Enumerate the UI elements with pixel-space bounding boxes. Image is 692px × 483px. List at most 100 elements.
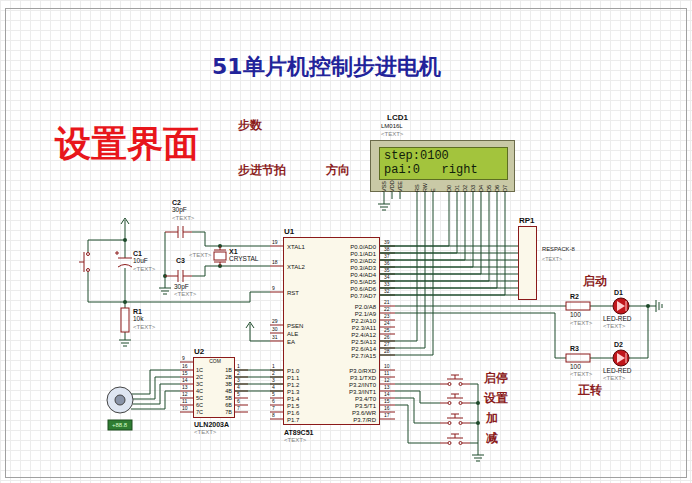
pin-number: 15 (384, 399, 390, 404)
pin-number: 10 (182, 406, 188, 411)
pin-name: P0.5/AD5 (350, 279, 376, 285)
pin-number: 30 (272, 327, 278, 332)
pin-name: D3 (471, 185, 477, 192)
resistor-symbol (121, 302, 590, 362)
part-label: D2 (614, 341, 623, 348)
pin-number: 6 (237, 399, 240, 404)
pin-name: P1.3 (287, 389, 299, 395)
annotation: 减 (486, 432, 498, 444)
pin-number: 12 (384, 378, 390, 383)
pin-name: D6 (495, 185, 501, 192)
pin-name: P0.4/AD4 (350, 272, 376, 278)
pin-name: P3.6/WR (352, 410, 376, 416)
pin-number: 3 (237, 378, 240, 383)
stepper-motor (108, 420, 132, 430)
pin-number: 21 (384, 300, 390, 305)
wire (380, 192, 465, 260)
part-label: C1 (133, 250, 142, 257)
button-symbol (440, 414, 470, 423)
junction-dot (476, 421, 480, 425)
capacitor-symbol (165, 270, 192, 282)
part-text: <TEXT> (542, 257, 562, 262)
part-label: <TEXT> (603, 323, 625, 329)
button-symbol (87, 269, 90, 272)
part-label: 30pF (172, 207, 187, 214)
part-text: <TEXT> (284, 437, 306, 443)
junction-dot (123, 238, 650, 425)
junction-dot (476, 401, 480, 405)
part-label: R1 (133, 308, 142, 315)
crystal-symbol (214, 246, 226, 266)
resistor-symbol (566, 302, 590, 310)
pin-name: P0.7/AD7 (350, 293, 376, 299)
pin-name: P3.1/TXD (350, 375, 376, 381)
pin-number: 26 (384, 335, 390, 340)
diagram-title: 51单片机控制步进电机 (212, 56, 441, 78)
part-text: <TEXT> (381, 131, 403, 137)
junction-dot (123, 300, 127, 304)
part-label: <TEXT> (570, 320, 592, 326)
pin-name: P3.0/RXD (349, 368, 376, 374)
pin-name: D5 (487, 185, 493, 192)
wire (380, 192, 481, 274)
pin-number: 37 (384, 254, 390, 259)
ground-symbol (119, 204, 662, 461)
pin-number: 7 (272, 406, 275, 411)
pin-name: P3.3/INT1 (349, 389, 376, 395)
wire (88, 192, 656, 455)
pin-name: 5C (196, 396, 203, 402)
annotation: 方向 (326, 164, 350, 176)
pin-number: 10 (384, 364, 390, 369)
pin-number: 2 (237, 371, 240, 376)
resistor-pack: RP1RESPACK-8<TEXT> (518, 226, 537, 300)
annotation: 启停 (484, 372, 508, 384)
pin-name: P1.2 (287, 382, 299, 388)
pin-name: 3C (196, 382, 203, 388)
wire (380, 192, 497, 288)
motor-display: +88.8 (112, 422, 127, 428)
pin-number: 14 (182, 378, 188, 383)
pin-number: 39 (384, 240, 390, 245)
pin-name: P2.4/A12 (351, 332, 376, 338)
pin-name: E (431, 188, 437, 192)
stepper-motor (107, 387, 133, 413)
pin-name: P1.6 (287, 410, 299, 416)
pin-number: 19 (272, 240, 278, 245)
page-heading: 设置界面 (55, 126, 199, 162)
pin-name: 4C (196, 389, 203, 395)
pin-number: 6 (272, 399, 275, 404)
ground-symbol (656, 300, 662, 312)
ground-symbol (472, 455, 484, 461)
wire (88, 192, 656, 455)
pin-number: 1 (237, 364, 240, 369)
led-symbol (613, 298, 629, 314)
part-label: D1 (614, 289, 623, 296)
part-text: <TEXT> (194, 429, 216, 435)
ground-symbol (159, 288, 171, 294)
pin-name: P3.2/INT0 (349, 382, 376, 388)
pin-name: 1C (196, 368, 203, 374)
annotation: 正转 (578, 384, 602, 396)
resistor-symbol (121, 308, 129, 332)
button-symbol (448, 422, 451, 425)
part-label: <TEXT> (133, 324, 155, 330)
pin-name: P2.7/A15 (351, 353, 376, 359)
pin-number: 38 (384, 247, 390, 252)
part-label: C3 (176, 257, 185, 264)
part-ref: U2 (194, 348, 204, 356)
pin-number: 33 (384, 282, 390, 287)
pin-number: 7 (237, 406, 240, 411)
pin-name: COM (194, 360, 236, 365)
pin-name: 3B (225, 382, 232, 388)
pin-number: 31 (272, 335, 278, 340)
pin-name: P0.6/AD6 (350, 286, 376, 292)
pin-number: 36 (384, 261, 390, 266)
pin-name: P0.0/AD0 (350, 244, 376, 250)
junction-dot (123, 238, 127, 242)
wire (235, 384, 283, 385)
button-symbol (440, 434, 470, 443)
pin-name: RST (287, 290, 299, 296)
pin-name: VSS (382, 181, 388, 192)
wire (380, 192, 489, 281)
pin-number: 29 (272, 319, 278, 324)
